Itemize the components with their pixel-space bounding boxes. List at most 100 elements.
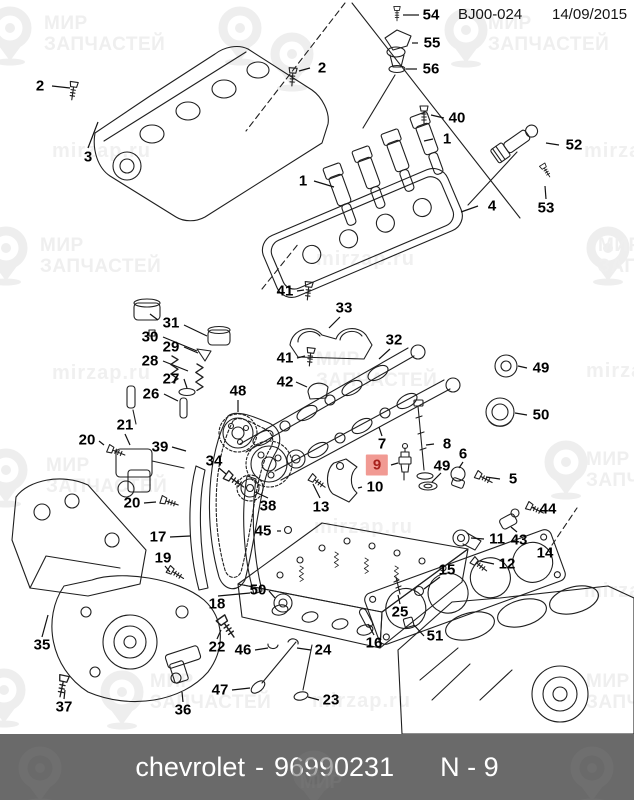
part-callout-21[interactable]: 21 — [116, 416, 134, 434]
watermark-pin-icon — [14, 744, 66, 800]
engine-exploded-drawing — [11, 2, 634, 734]
part-callout-10[interactable]: 10 — [366, 478, 384, 496]
engine-block-drawing — [397, 585, 634, 734]
construction-lines — [245, 2, 578, 546]
chain-guides-drawing — [189, 465, 263, 595]
part-callout-25[interactable]: 25 — [391, 603, 409, 621]
part-callout-53[interactable]: 53 — [537, 199, 555, 217]
part-callout-15[interactable]: 15 — [438, 561, 456, 579]
part-callout-41[interactable]: 41 — [276, 349, 294, 367]
part-callout-35[interactable]: 35 — [33, 636, 51, 654]
part-callout-6[interactable]: 6 — [458, 445, 468, 463]
watermark-pin-icon — [0, 4, 36, 71]
nut-15-drawing — [413, 585, 425, 597]
part-callout-7[interactable]: 7 — [377, 435, 387, 453]
part-callout-28[interactable]: 28 — [141, 352, 159, 370]
chain-tensioner-drawing — [115, 448, 185, 498]
part-callout-23[interactable]: 23 — [322, 691, 340, 709]
part-callout-45[interactable]: 45 — [254, 522, 272, 540]
footer-brand: chevrolet — [135, 751, 245, 782]
part-callout-34[interactable]: 34 — [205, 452, 223, 470]
part-callout-50[interactable]: 50 — [249, 581, 267, 599]
cap-42-drawing — [307, 382, 329, 400]
footer-part-group: chevrolet - 96990231 — [135, 752, 394, 783]
part-callout-39[interactable]: 39 — [151, 438, 169, 456]
cylinder-head-drawing — [237, 522, 469, 649]
part-callout-49[interactable]: 49 — [433, 457, 451, 475]
part-callout-31[interactable]: 31 — [162, 314, 180, 332]
diagram-date: 14/09/2015 — [552, 6, 628, 23]
part-callout-18[interactable]: 18 — [208, 595, 226, 613]
part-callout-48[interactable]: 48 — [229, 382, 247, 400]
callout-leader-lines — [41, 14, 560, 703]
part-callout-11[interactable]: 11 — [489, 530, 505, 548]
watermark-site-text: mirzap.ru — [584, 140, 634, 162]
part-callout-20[interactable]: 20 — [78, 431, 96, 449]
part-callout-14[interactable]: 14 — [536, 544, 554, 562]
sensor-6-drawing — [450, 466, 466, 489]
part-callout-26[interactable]: 26 — [142, 385, 160, 403]
seat-45-drawing — [283, 525, 293, 535]
part-callout-20[interactable]: 20 — [123, 494, 141, 512]
part-callout-43[interactable]: 43 — [510, 531, 528, 549]
spark-plug-9-drawing — [398, 442, 412, 481]
camshaft-caps-drawing — [289, 328, 373, 360]
watermark-pin-icon — [0, 666, 30, 733]
part-callout-40[interactable]: 40 — [448, 109, 466, 127]
washer-49b-drawing — [418, 481, 438, 491]
watermark-layer: МИРЗАПЧАСТЕЙМИРЗАПЧАСТЕЙМИРЗАПЧАСТЕЙМИРЗ… — [0, 4, 634, 733]
part-callout-13[interactable]: 13 — [312, 498, 330, 516]
part-callout-56[interactable]: 56 — [422, 60, 440, 78]
part-callout-32[interactable]: 32 — [385, 331, 403, 349]
bracket-11-drawing — [452, 529, 482, 551]
stud-25-drawing — [393, 576, 402, 595]
part-callout-2[interactable]: 2 — [317, 59, 327, 77]
part-callout-51[interactable]: 51 — [426, 627, 444, 645]
watermark-pin-icon — [582, 224, 634, 291]
part-callout-8[interactable]: 8 — [442, 435, 452, 453]
part-callout-47[interactable]: 47 — [211, 681, 229, 699]
part-callout-16[interactable]: 16 — [365, 634, 383, 652]
part-callout-41[interactable]: 41 — [276, 282, 294, 300]
part-callout-3[interactable]: 3 — [83, 148, 93, 166]
sensor-43-drawing — [499, 508, 520, 530]
part-callout-22[interactable]: 22 — [208, 638, 226, 656]
part-callout-38[interactable]: 38 — [259, 497, 277, 515]
part-callout-5[interactable]: 5 — [508, 470, 518, 488]
part-callout-55[interactable]: 55 — [423, 34, 441, 52]
part-callout-33[interactable]: 33 — [335, 299, 353, 317]
part-callout-42[interactable]: 42 — [276, 373, 294, 391]
part-callout-37[interactable]: 37 — [55, 698, 73, 716]
sensor-52-drawing — [490, 124, 539, 164]
part-callout-4[interactable]: 4 — [487, 197, 497, 215]
part-callout-52[interactable]: 52 — [565, 136, 583, 154]
watermark-site-text: mirzap.ru — [586, 360, 634, 382]
valve-cover-drawing — [93, 45, 329, 222]
part-callout-30[interactable]: 30 — [141, 328, 159, 346]
part-callout-27[interactable]: 27 — [162, 370, 180, 388]
part-callout-44[interactable]: 44 — [539, 500, 557, 518]
seal-49-drawing — [494, 354, 518, 378]
part-callout-19[interactable]: 19 — [154, 549, 172, 567]
part-callout-2[interactable]: 2 — [35, 77, 45, 95]
part-callout-12[interactable]: 12 — [498, 555, 516, 573]
part-callout-17[interactable]: 17 — [149, 528, 167, 546]
part-callout-24[interactable]: 24 — [314, 641, 332, 659]
part-callout-49[interactable]: 49 — [532, 359, 550, 377]
part-callout-1[interactable]: 1 — [442, 130, 452, 148]
camshaft-7-drawing — [274, 377, 461, 481]
watermark-pin-icon — [0, 446, 32, 513]
part-callout-1[interactable]: 1 — [298, 172, 308, 190]
dowel-16-drawing — [358, 608, 374, 628]
part-callout-36[interactable]: 36 — [174, 701, 192, 719]
part-callout-50[interactable]: 50 — [532, 406, 550, 424]
watermark-site-text: mirzap.ru — [52, 140, 152, 162]
part-callout-46[interactable]: 46 — [234, 641, 252, 659]
collets-drawing — [267, 638, 299, 650]
part-callout-29[interactable]: 29 — [162, 338, 180, 356]
part-callout-54[interactable]: 54 — [422, 6, 440, 24]
part-callout-9[interactable]: 9 — [365, 454, 389, 476]
